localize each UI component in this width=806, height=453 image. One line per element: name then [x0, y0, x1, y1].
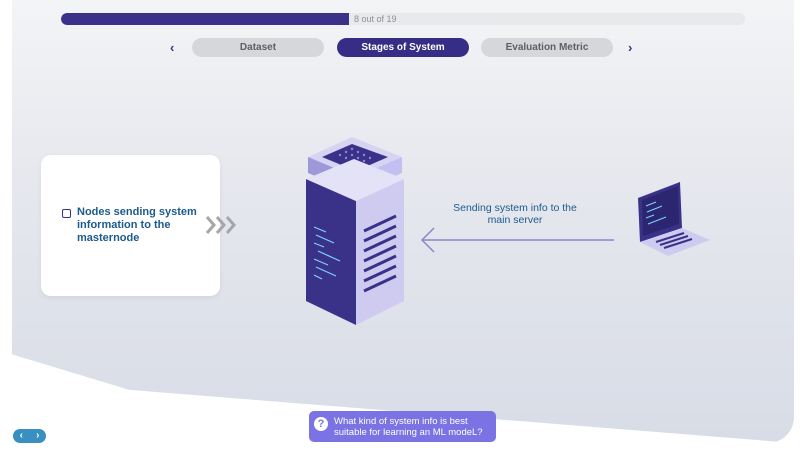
- progress-label: 8 out of 19: [354, 14, 397, 24]
- prev-tab-chevron-icon[interactable]: ‹: [170, 40, 175, 55]
- tab-evaluation-metric[interactable]: Evaluation Metric: [481, 38, 613, 57]
- left-arrow-icon: [420, 227, 614, 253]
- next-page-chevron-icon[interactable]: ›: [36, 430, 40, 441]
- page-nav: ‹ ›: [13, 429, 46, 443]
- question-icon: ?: [314, 417, 328, 431]
- progress-bar: [61, 13, 745, 25]
- arrow-label: Sending system info to the main server: [453, 202, 577, 226]
- triple-chevron-arrow-icon: [205, 216, 236, 234]
- card-checkbox[interactable]: [62, 209, 71, 218]
- tab-stages-of-system[interactable]: Stages of System: [337, 38, 469, 57]
- next-tab-chevron-icon[interactable]: ›: [628, 40, 633, 55]
- laptop-icon: [638, 182, 710, 256]
- tab-dataset[interactable]: Dataset: [192, 38, 324, 57]
- question-box[interactable]: ? What kind of system info is best suita…: [309, 411, 496, 442]
- card-text: Nodes sending system information to the …: [77, 206, 197, 244]
- question-text: What kind of system info is best suitabl…: [334, 416, 483, 438]
- progress-fill: [61, 13, 349, 25]
- info-card: Nodes sending system information to the …: [41, 155, 220, 296]
- server-tower-icon: [306, 137, 404, 325]
- prev-page-chevron-icon[interactable]: ‹: [19, 430, 23, 441]
